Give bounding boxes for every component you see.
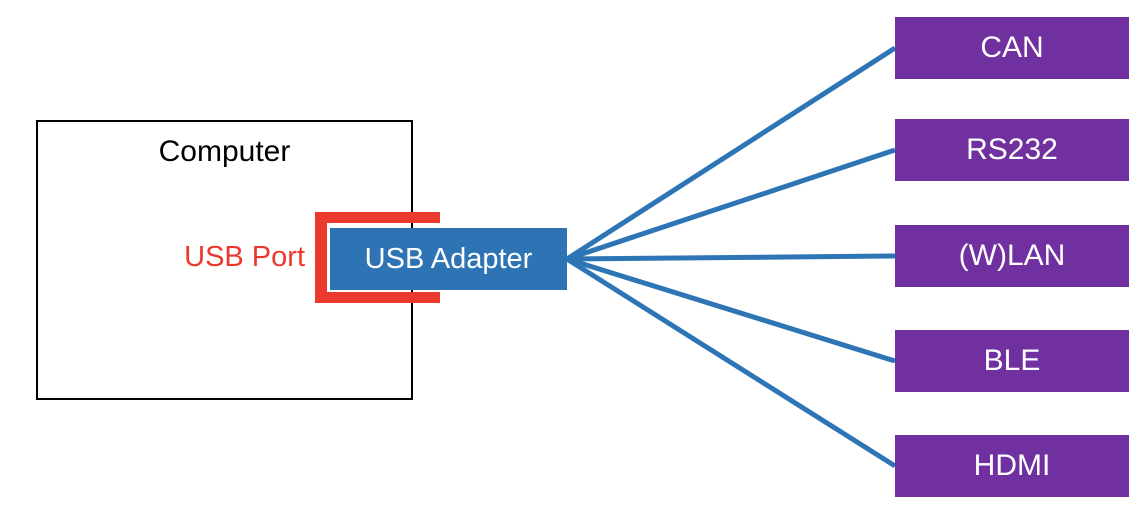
usb-adapter-box: USB Adapter [330, 228, 567, 290]
usb-port-bracket-top-arm [315, 212, 440, 223]
usb-port-bracket-bottom-arm [315, 292, 440, 303]
peripheral-box-wlan: (W)LAN [895, 225, 1129, 287]
peripheral-box-can: CAN [895, 17, 1129, 79]
peripheral-box-rs232: RS232 [895, 119, 1129, 181]
usb-port-label: USB Port [184, 241, 305, 273]
connector-line-wlan [566, 253, 896, 262]
connector-line-can [565, 45, 897, 262]
peripheral-box-ble: BLE [895, 330, 1129, 392]
peripheral-label-can: CAN [980, 31, 1044, 64]
peripheral-box-hdmi: HDMI [895, 435, 1129, 497]
computer-label: Computer [158, 135, 291, 168]
peripheral-label-wlan: (W)LAN [958, 239, 1066, 272]
usb-adapter-label: USB Adapter [364, 243, 533, 275]
computer-box: Computer [36, 120, 413, 400]
connector-line-ble [566, 256, 896, 364]
peripheral-label-hdmi: HDMI [973, 449, 1051, 482]
usb-port-bracket-vertical-bar [315, 212, 327, 303]
peripheral-label-rs232: RS232 [966, 133, 1058, 166]
connector-line-hdmi [565, 256, 897, 469]
connector-line-rs232 [566, 147, 896, 262]
peripheral-label-ble: BLE [983, 344, 1041, 377]
